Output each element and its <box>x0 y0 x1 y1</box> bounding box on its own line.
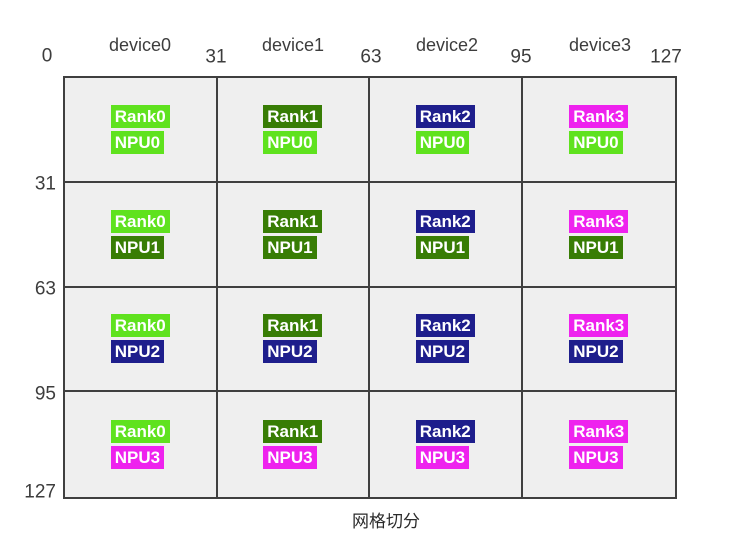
npu-badge: NPU2 <box>263 340 317 364</box>
npu-badge: NPU0 <box>110 130 165 154</box>
rank-badge: Rank3 <box>569 104 629 128</box>
rank-badge: Rank2 <box>415 209 475 233</box>
top-tick-127: 127 <box>650 46 682 68</box>
left-tick-127: 127 <box>24 481 56 503</box>
device2-label: device2 <box>415 35 479 55</box>
rank-badge: Rank0 <box>110 209 170 233</box>
npu-badge: NPU0 <box>263 130 317 154</box>
npu-badge: NPU0 <box>415 130 470 154</box>
rank-badge: Rank1 <box>263 209 323 233</box>
npu-badge: NPU2 <box>569 340 623 364</box>
rank-badge: Rank1 <box>263 104 323 128</box>
rank-badge: Rank3 <box>569 209 629 233</box>
npu-badge: NPU2 <box>415 340 470 364</box>
device1-label: device1 <box>261 35 325 55</box>
top-tick-95: 95 <box>510 46 532 68</box>
rank-badge: Rank3 <box>569 314 629 338</box>
npu-badge: NPU3 <box>569 446 623 470</box>
left-tick-95: 95 <box>34 383 56 405</box>
figure-caption: 网格切分 <box>352 512 420 531</box>
npu-badge: NPU3 <box>263 446 317 470</box>
npu-badge: NPU3 <box>415 446 470 470</box>
top-tick-63: 63 <box>360 46 382 68</box>
left-tick-31: 31 <box>34 173 56 195</box>
rank-badge: Rank2 <box>415 314 475 338</box>
rank-badge: Rank1 <box>263 314 323 338</box>
rank-badge: Rank3 <box>569 420 629 444</box>
npu-badge: NPU1 <box>263 235 317 259</box>
rank-badge: Rank0 <box>110 314 170 338</box>
npu-badge: NPU1 <box>110 235 165 259</box>
npu-badge: NPU1 <box>415 235 470 259</box>
rank-badge: Rank1 <box>263 420 323 444</box>
device0-label: device0 <box>108 35 172 55</box>
npu-badge: NPU3 <box>110 446 165 470</box>
top-tick-31: 31 <box>205 46 227 68</box>
npu-badge: NPU0 <box>569 130 623 154</box>
left-tick-63: 63 <box>34 278 56 300</box>
device3-label: device3 <box>568 35 632 55</box>
rank-badge: Rank2 <box>415 420 475 444</box>
origin-tick: 0 <box>41 45 53 67</box>
npu-badge: NPU2 <box>110 340 165 364</box>
rank-badge: Rank2 <box>415 104 475 128</box>
rank-badge: Rank0 <box>110 420 170 444</box>
rank-badge: Rank0 <box>110 104 170 128</box>
npu-badge: NPU1 <box>569 235 623 259</box>
